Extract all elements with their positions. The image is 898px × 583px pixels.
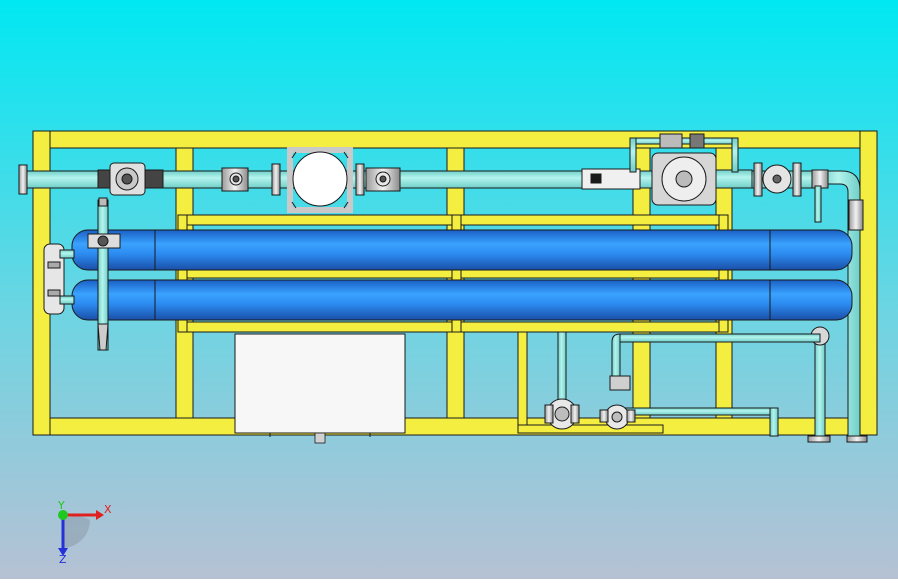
bypass-line	[629, 133, 739, 173]
x-axis-label: X	[104, 503, 112, 516]
axis-triad: X Y Z	[57, 499, 112, 566]
concentrate-piping	[544, 331, 821, 437]
frame-bottom-rail	[32, 417, 878, 436]
lower-bracket	[517, 424, 664, 434]
motor-valve	[97, 162, 164, 196]
rack-post	[451, 214, 462, 333]
y-axis-label: Y	[57, 499, 65, 512]
top-header-pipe	[18, 162, 821, 197]
lower-bracket	[517, 331, 528, 433]
y-axis-dot	[58, 510, 68, 520]
frame-top-rail	[32, 130, 878, 149]
frame-right-post	[859, 130, 878, 436]
membrane-housing-lower	[71, 279, 853, 321]
storage-box	[234, 333, 406, 444]
membrane-housing-upper	[71, 229, 853, 271]
inlet-manifold	[43, 197, 121, 351]
strainer-vessel	[287, 147, 353, 213]
pump-housing	[651, 152, 792, 206]
z-axis-label: Z	[59, 553, 67, 566]
rack-post	[718, 214, 729, 333]
rack-post	[177, 214, 188, 333]
